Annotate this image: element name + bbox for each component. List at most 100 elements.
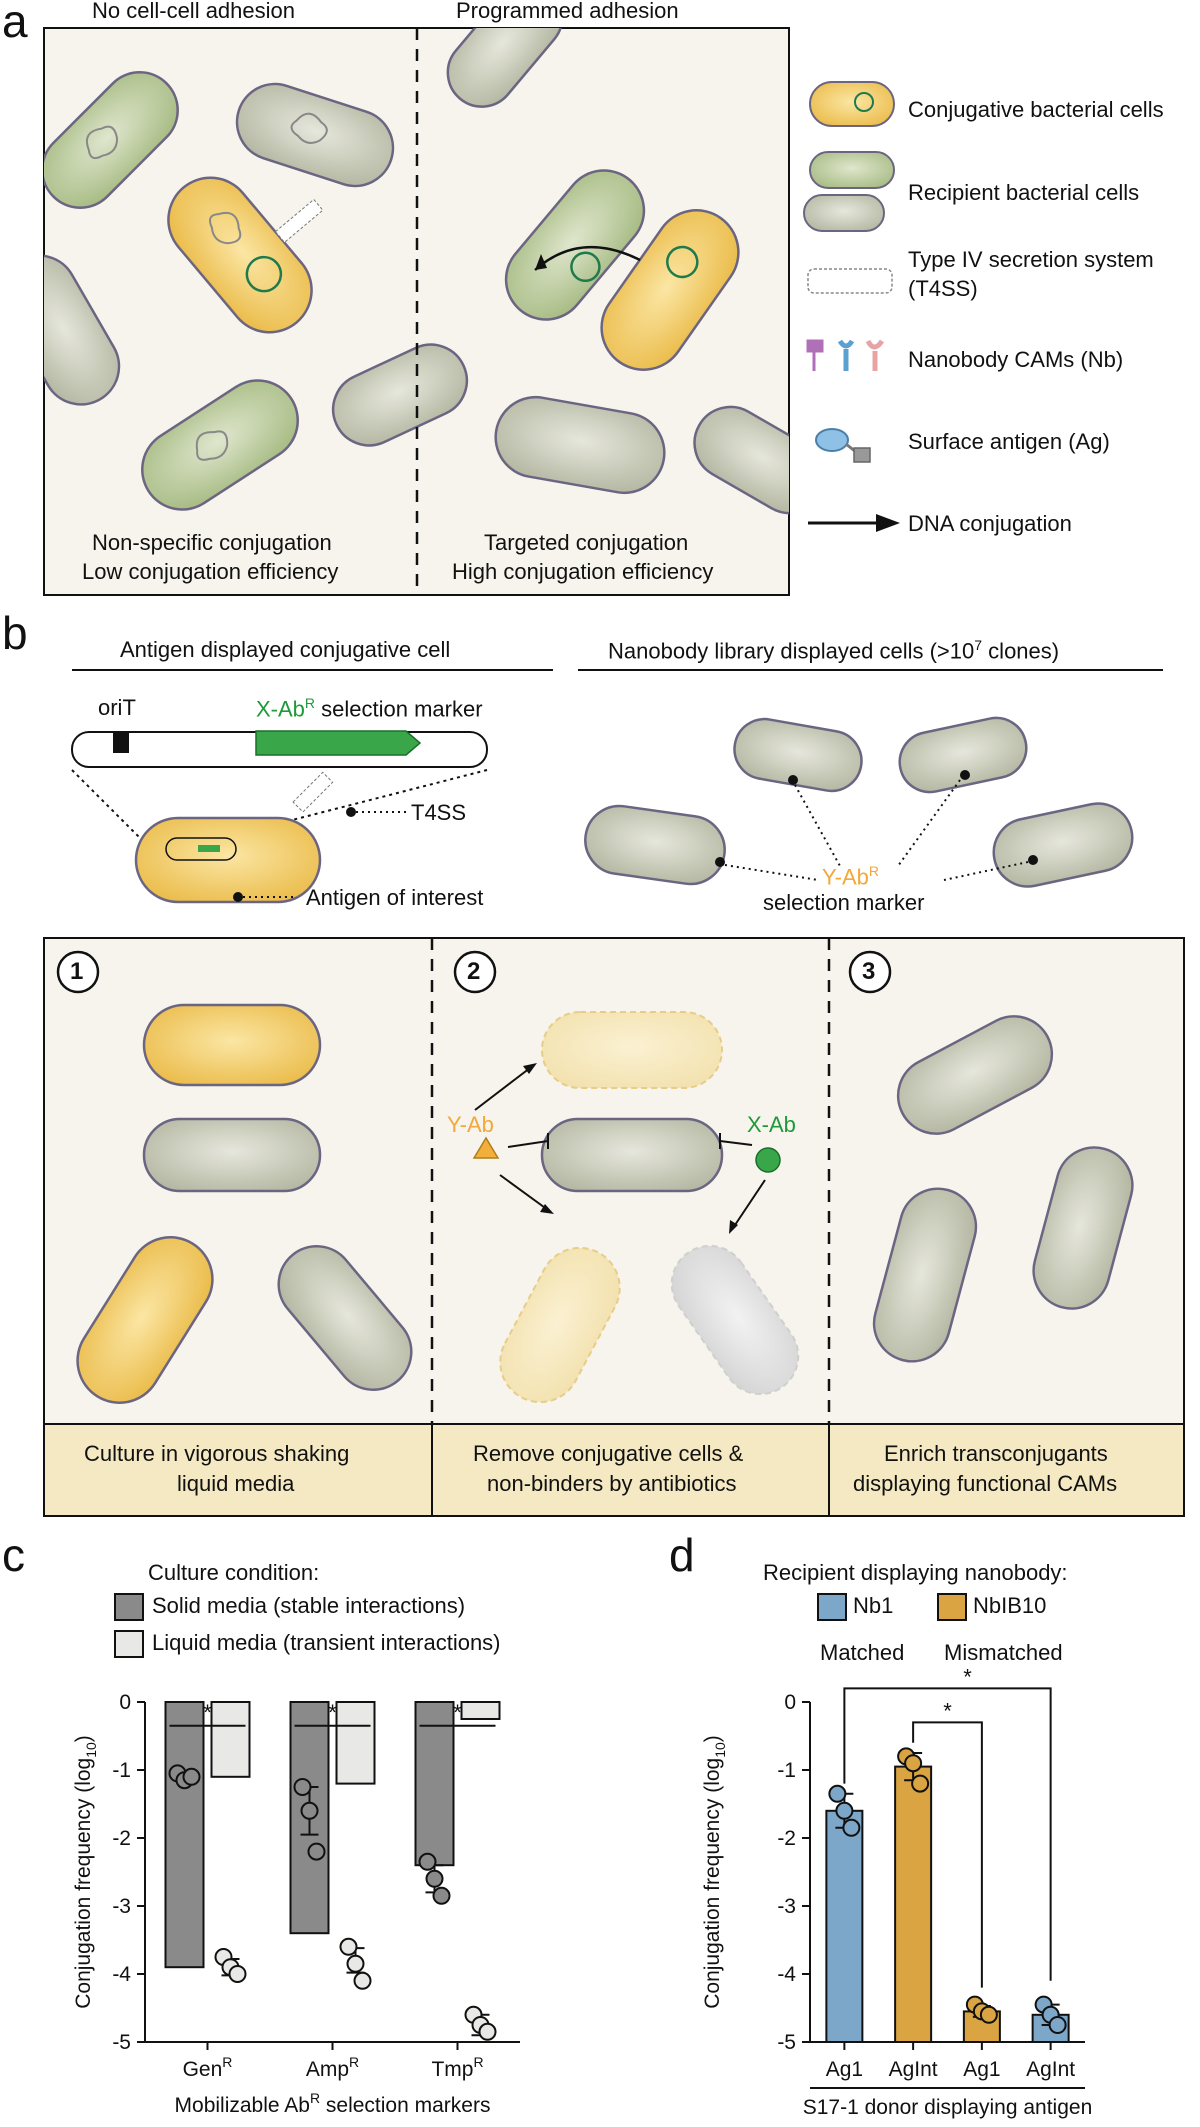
y-tick-label: -5 xyxy=(777,2031,796,2054)
step-2-caption-2: non-binders by antibiotics xyxy=(487,1471,737,1496)
data-point xyxy=(842,1818,861,1837)
panel-a-right-caption-2: High conjugation efficiency xyxy=(452,559,714,584)
panel-d-letter: d xyxy=(669,1529,695,1581)
legend-swatch-solid xyxy=(114,1593,144,1621)
panel-a-letter: a xyxy=(2,0,28,47)
conjugative-cell xyxy=(600,209,740,371)
legend-label-recipient: Recipient bacterial cells xyxy=(908,180,1140,205)
legend-label-t4ss-2: (T4SS) xyxy=(908,276,978,301)
orit-label: oriT xyxy=(98,695,136,720)
data-point xyxy=(228,1965,247,1983)
recipient-cell-icon xyxy=(809,151,895,189)
y-marker-label-2: selection marker xyxy=(763,890,925,915)
significance-star: * xyxy=(943,1698,952,1723)
antigen-conjugative-cell xyxy=(134,816,322,904)
data-point xyxy=(904,1754,923,1773)
x-marker-label: X-AbR selection marker xyxy=(256,695,483,722)
legend-label-conjugative: Conjugative bacterial cells xyxy=(908,97,1164,122)
step-2-badge xyxy=(453,950,497,994)
step-3-caption-1: Enrich transconjugants xyxy=(884,1441,1108,1466)
step-3-badge xyxy=(848,950,892,994)
recipient-cell xyxy=(331,343,469,447)
legend-label-solid: Solid media (stable interactions) xyxy=(152,1593,466,1618)
step1-conjugative-cell xyxy=(142,1003,322,1087)
recipient-cell xyxy=(693,405,789,515)
recipient-cell xyxy=(235,82,395,188)
data-point xyxy=(339,1937,358,1956)
antigen-icon xyxy=(815,428,871,463)
bar xyxy=(210,1701,251,1778)
panel-b-schematic xyxy=(43,669,1185,1517)
step2-faded-conjugative xyxy=(499,1246,621,1404)
x-axis-label: S17-1 donor displaying antigen xyxy=(803,2096,1093,2119)
step-2-number: 2 xyxy=(467,958,481,985)
y-tick-label: 0 xyxy=(784,1691,796,1714)
orit-box xyxy=(113,731,129,753)
step2-transconjugant xyxy=(540,1117,724,1193)
step2-faded-nonbinder xyxy=(670,1244,800,1396)
significance-bracket xyxy=(912,1721,983,1988)
library-cell xyxy=(733,717,863,793)
step2-faded-conjugative xyxy=(541,1011,723,1089)
step-3-number: 3 xyxy=(862,958,876,985)
mismatched-label: Mismatched xyxy=(944,1640,1063,1665)
panel-c-letter: c xyxy=(2,1529,25,1581)
bar xyxy=(164,1701,205,1969)
data-point xyxy=(307,1842,326,1861)
bar xyxy=(894,1765,933,2043)
library-cell xyxy=(584,804,726,886)
recipient-cell xyxy=(446,28,564,108)
step1-recipient-cell xyxy=(277,1245,413,1391)
bar xyxy=(414,1701,455,1867)
x-tick-label: AgInt xyxy=(889,2058,938,2081)
step1-conjugative-cell xyxy=(76,1236,214,1404)
t4ss-icon xyxy=(807,268,893,294)
panel-b-right-header: Nanobody library displayed cells (>107 c… xyxy=(608,637,1060,664)
data-point xyxy=(418,1852,437,1871)
x-tick-label: Ag1 xyxy=(826,2058,863,2081)
data-point xyxy=(346,1954,365,1973)
bar xyxy=(825,1809,864,2043)
arrow-icon xyxy=(808,514,900,532)
recipient-cell xyxy=(494,395,666,495)
data-point xyxy=(835,1801,854,1820)
x-ab-label: X-Ab xyxy=(747,1112,796,1137)
legend-label-conjugation: DNA conjugation xyxy=(908,511,1072,536)
y-ab-icon xyxy=(472,1136,500,1159)
panel-a-left-caption-2: Low conjugation efficiency xyxy=(82,559,339,584)
panel-a-right-caption-1: Targeted conjugation xyxy=(484,530,689,555)
panel-d-legend-title: Recipient displaying nanobody: xyxy=(763,1560,1068,1585)
y-tick-label: -3 xyxy=(777,1895,796,1918)
legend-label-antigen: Surface antigen (Ag) xyxy=(908,429,1110,454)
matched-label: Matched xyxy=(820,1640,905,1665)
panel-a-schematic xyxy=(43,27,900,596)
y-axis-label: Conjugation frequency (log10) xyxy=(701,1735,728,2009)
legend-swatch-nbib10 xyxy=(937,1593,967,1621)
t4ss-label: T4SS xyxy=(411,800,467,825)
x-tick-label: GenR xyxy=(183,2054,233,2081)
step-1-caption-1: Culture in vigorous shaking xyxy=(84,1441,350,1466)
panel-c-legend-title: Culture condition: xyxy=(148,1560,320,1585)
panel-b-left-header: Antigen displayed conjugative cell xyxy=(120,637,451,662)
x-axis-label: Mobilizable AbR selection markers xyxy=(175,2090,491,2117)
y-tick-label: 0 xyxy=(119,1691,131,1714)
conjugative-cell-icon xyxy=(809,81,895,127)
legend-label-nanobody: Nanobody CAMs (Nb) xyxy=(908,347,1124,372)
library-cell xyxy=(992,802,1134,888)
y-tick-label: -4 xyxy=(777,1963,796,1986)
significance-star: * xyxy=(328,1700,337,1725)
data-point xyxy=(425,1869,444,1888)
step-1-caption-2: liquid media xyxy=(177,1471,295,1496)
y-axis-label: Conjugation frequency (log10) xyxy=(72,1735,99,2009)
step3-transconjugant xyxy=(872,1187,978,1363)
data-point xyxy=(300,1801,319,1820)
data-point xyxy=(182,1767,201,1786)
y-tick-label: -1 xyxy=(777,1759,796,1782)
recipient-cell xyxy=(504,169,646,321)
conjugative-cell xyxy=(167,176,313,334)
step-1-badge xyxy=(56,950,100,994)
y-tick-label: -1 xyxy=(112,1759,131,1782)
legend-swatch-liquid xyxy=(114,1630,144,1658)
